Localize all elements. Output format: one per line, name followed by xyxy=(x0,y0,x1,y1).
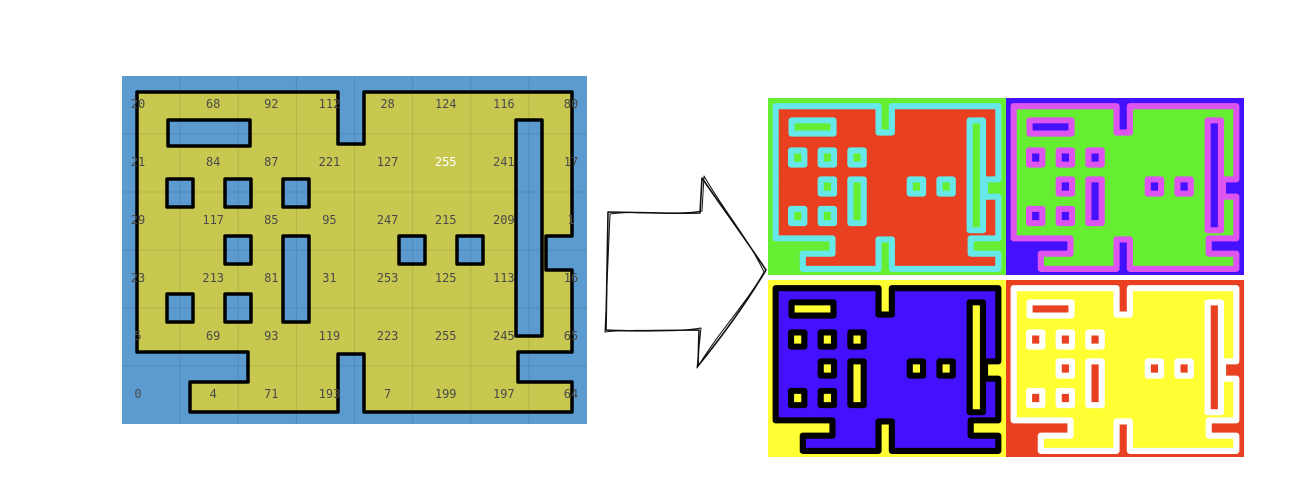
panel-fill xyxy=(1013,106,1237,269)
cell-value: 253 xyxy=(377,271,399,285)
panel-fill xyxy=(775,288,999,451)
cell-value: 247 xyxy=(377,213,399,227)
cell-value: 223 xyxy=(377,329,399,343)
cell-value: 241 xyxy=(493,155,515,169)
cell-value: 113 xyxy=(493,271,515,285)
cell-value: 95 xyxy=(322,213,336,227)
cell-value: 65 xyxy=(564,329,578,343)
cell-value: 16 xyxy=(564,271,578,285)
cell-value: 255 xyxy=(435,329,457,343)
cell-value: 193 xyxy=(319,387,341,401)
cell-value: 199 xyxy=(435,387,457,401)
cell-value: 245 xyxy=(493,329,515,343)
cell-value: 64 xyxy=(564,387,578,401)
result-panel-bottom-left xyxy=(768,280,1006,457)
cell-value: 80 xyxy=(564,97,578,111)
panel-map xyxy=(772,285,1002,454)
cell-value: 21 xyxy=(131,155,145,169)
cell-value: 31 xyxy=(322,271,336,285)
floor-region xyxy=(137,92,572,412)
result-panel-top-right xyxy=(1006,98,1244,275)
wall-outline xyxy=(135,90,574,414)
cell-value: 213 xyxy=(202,271,224,285)
panel-outline xyxy=(1010,103,1240,272)
cell-value: 7 xyxy=(384,387,391,401)
cell-value: 215 xyxy=(435,213,457,227)
panel-fill xyxy=(775,106,999,269)
cell-value: 29 xyxy=(131,213,145,227)
cell-value: 209 xyxy=(493,213,515,227)
result-panel-bottom-right xyxy=(1006,280,1244,457)
result-panel-top-left xyxy=(768,98,1006,275)
panel-outline xyxy=(772,285,1002,454)
panel-map xyxy=(1010,285,1240,454)
cell-value: 84 xyxy=(206,155,220,169)
result-panels xyxy=(768,98,1244,457)
cell-value: 20 xyxy=(131,97,145,111)
cell-value: 28 xyxy=(380,97,394,111)
cell-value: 23 xyxy=(131,271,145,285)
cell-value: 0 xyxy=(134,387,141,401)
cell-value: 5 xyxy=(134,329,141,343)
panel-map xyxy=(1010,103,1240,272)
cell-value: 68 xyxy=(206,97,220,111)
cell-value: 116 xyxy=(493,97,515,111)
cell-value: 119 xyxy=(319,329,341,343)
cell-value: 17 xyxy=(564,155,578,169)
arrow-icon xyxy=(604,175,767,369)
cell-value: 81 xyxy=(264,271,278,285)
cell-value: 255 xyxy=(435,155,457,169)
cell-value: 4 xyxy=(210,387,217,401)
panel-outline xyxy=(772,103,1002,272)
grid-lines xyxy=(122,76,587,424)
cell-value: 124 xyxy=(435,97,457,111)
cell-value: 1 xyxy=(567,213,574,227)
cell-value: 69 xyxy=(206,329,220,343)
cell-value: 93 xyxy=(264,329,278,343)
cell-value: 221 xyxy=(319,155,341,169)
panel-map xyxy=(772,103,1002,272)
cell-value: 71 xyxy=(264,387,278,401)
cell-value: 112 xyxy=(319,97,341,111)
panel-outline xyxy=(1010,285,1240,454)
cell-value: 85 xyxy=(264,213,278,227)
cell-value: 127 xyxy=(377,155,399,169)
cell-value: 125 xyxy=(435,271,457,285)
panel-fill xyxy=(1013,288,1237,451)
cell-value: 92 xyxy=(264,97,278,111)
cell-value: 117 xyxy=(202,213,224,227)
cell-value: 197 xyxy=(493,387,515,401)
cell-value: 87 xyxy=(264,155,278,169)
